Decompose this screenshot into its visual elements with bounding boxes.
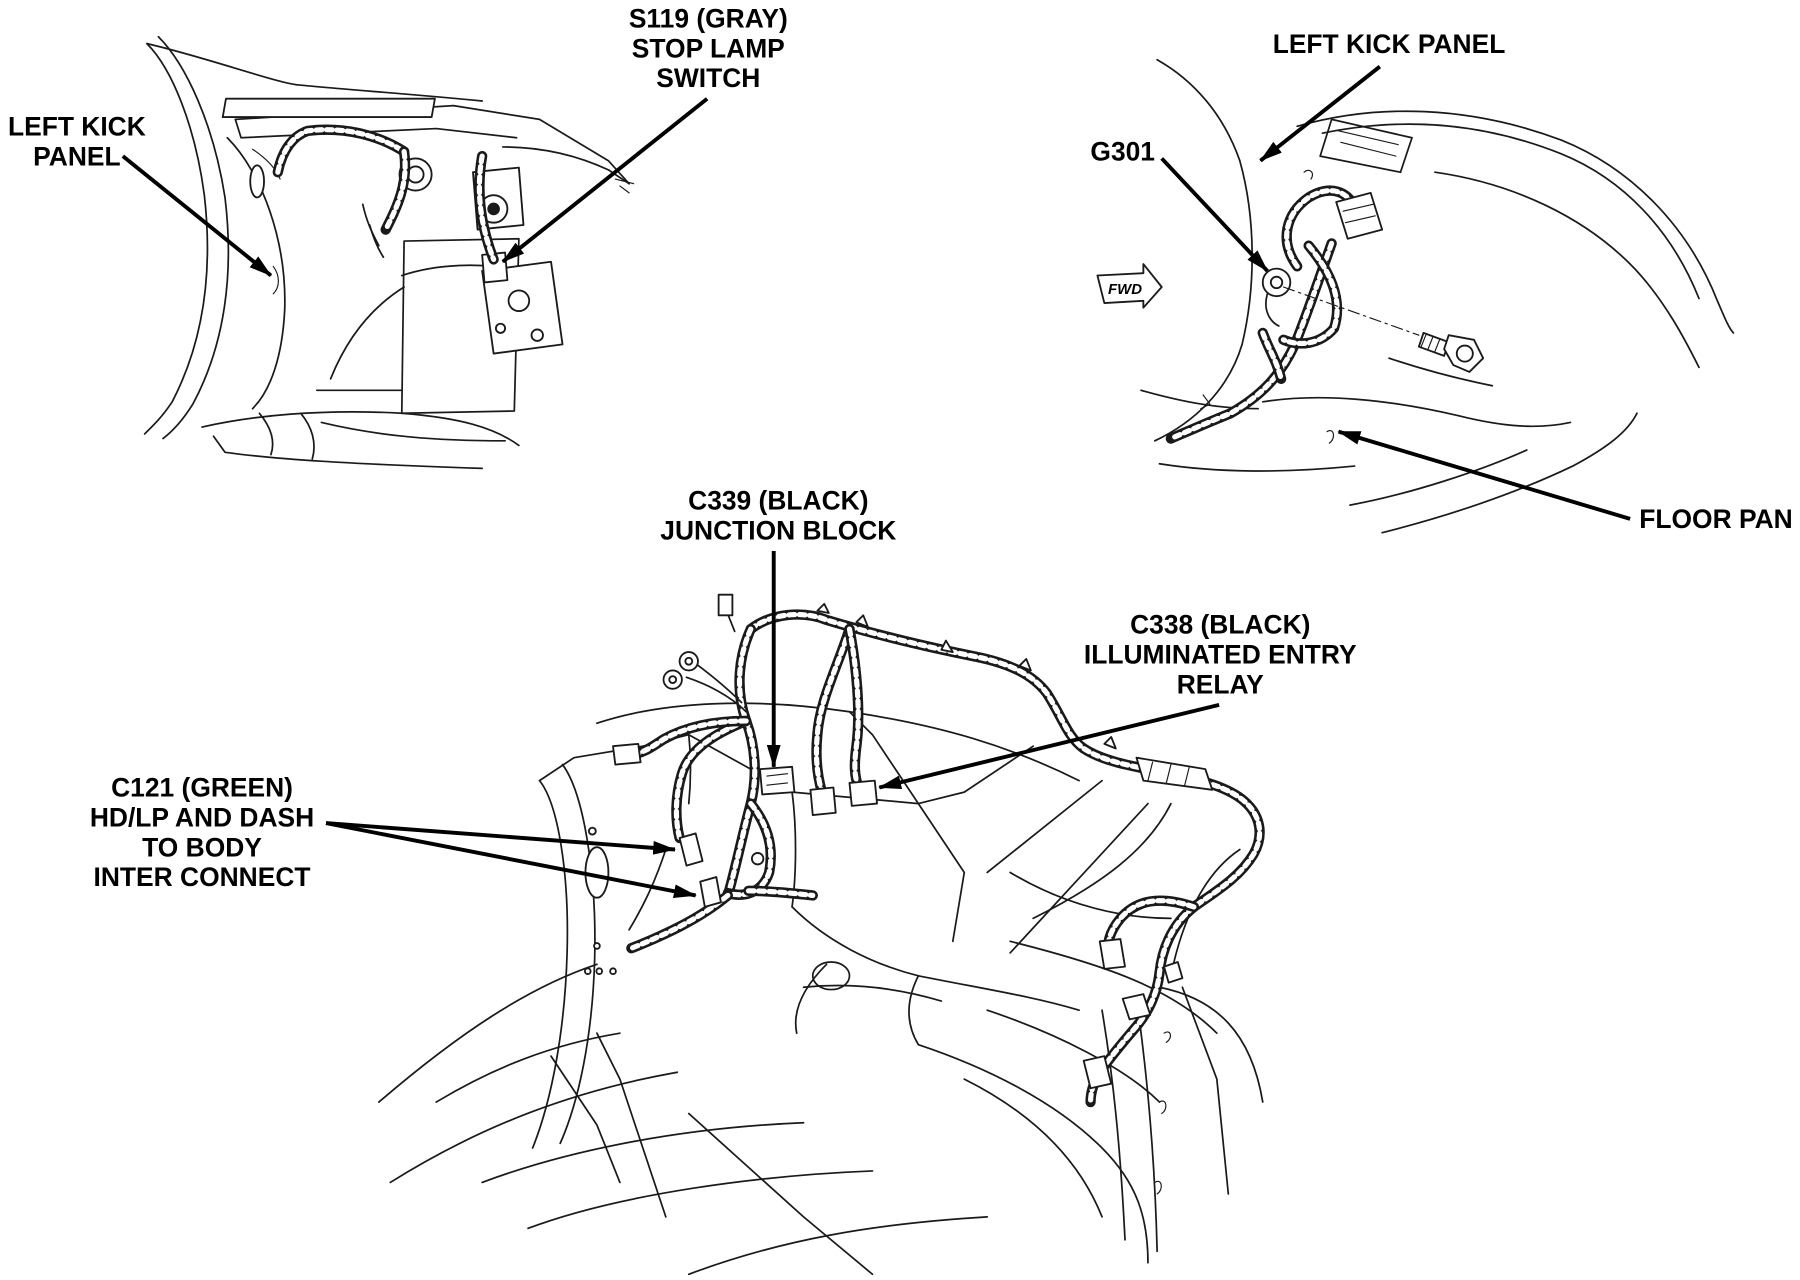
svg-text:INTER CONNECT: INTER CONNECT bbox=[94, 862, 311, 892]
callout-text-line: C339 (BLACK) bbox=[688, 486, 868, 516]
svg-text:S119 (GRAY): S119 (GRAY) bbox=[629, 4, 788, 34]
svg-text:C339 (BLACK): C339 (BLACK) bbox=[688, 486, 868, 516]
leader-arrow bbox=[1337, 429, 1631, 521]
callout-text-line: ILLUMINATED ENTRY bbox=[1084, 640, 1357, 670]
callout-text-line: C121 (GREEN) bbox=[111, 773, 293, 803]
leader-arrow bbox=[325, 821, 677, 855]
stop-lamp-view-illustration bbox=[143, 35, 635, 470]
callout-text-line: C338 (BLACK) bbox=[1130, 610, 1310, 640]
leader-arrow bbox=[501, 97, 709, 264]
callout-text-line: FLOOR PAN bbox=[1639, 504, 1792, 534]
callout-text-line: PANEL bbox=[33, 141, 120, 171]
svg-text:STOP LAMP: STOP LAMP bbox=[632, 33, 785, 63]
stop-lamp-view: LEFT KICK PANEL S119 (GRAY) STOP LAMP SW… bbox=[8, 4, 788, 470]
fwd-arrow-icon: FWD bbox=[1096, 263, 1163, 309]
left-kick-panel-top-callout: LEFT KICK PANEL bbox=[1259, 29, 1506, 163]
callout-text-line: HD/LP AND DASH bbox=[90, 803, 314, 833]
ground-view: FWD LEFT KICK PANEL G301 FLOOR PAN bbox=[1090, 29, 1792, 534]
svg-text:HD/LP AND DASH: HD/LP AND DASH bbox=[90, 803, 314, 833]
svg-text:C338 (BLACK): C338 (BLACK) bbox=[1130, 610, 1310, 640]
leader-arrow bbox=[878, 702, 1220, 790]
svg-text:PANEL: PANEL bbox=[33, 141, 120, 171]
leader-arrow bbox=[325, 821, 697, 898]
harness-view-illustration bbox=[377, 593, 1265, 1276]
c121-body-interconnect-callout: C121 (GREEN) HD/LP AND DASH TO BODY INTE… bbox=[90, 773, 697, 898]
svg-text:LEFT KICK: LEFT KICK bbox=[8, 111, 146, 141]
c339-connector bbox=[759, 765, 796, 796]
c339-junction-block-callout: C339 (BLACK) JUNCTION BLOCK bbox=[660, 486, 896, 768]
svg-text:FLOOR PAN: FLOOR PAN bbox=[1639, 504, 1792, 534]
s119-stop-lamp-switch-callout: S119 (GRAY) STOP LAMP SWITCH bbox=[501, 4, 788, 264]
callout-text-line: SWITCH bbox=[656, 63, 760, 93]
ground-view-illustration: FWD bbox=[1096, 58, 1735, 534]
c338-illuminated-entry-relay-callout: C338 (BLACK) ILLUMINATED ENTRY RELAY bbox=[878, 610, 1357, 790]
callout-text-line: S119 (GRAY) bbox=[629, 4, 788, 34]
callout-text-line: STOP LAMP bbox=[632, 33, 785, 63]
svg-text:C121 (GREEN): C121 (GREEN) bbox=[111, 773, 293, 803]
c121-connector bbox=[678, 832, 704, 867]
svg-text:ILLUMINATED ENTRY: ILLUMINATED ENTRY bbox=[1084, 640, 1357, 670]
svg-text:RELAY: RELAY bbox=[1177, 669, 1264, 699]
c338-connector bbox=[848, 779, 878, 807]
callout-text-line: LEFT KICK bbox=[8, 111, 146, 141]
fwd-label: FWD bbox=[1108, 281, 1142, 298]
floor-pan-callout: FLOOR PAN bbox=[1337, 429, 1793, 534]
callout-text-line: INTER CONNECT bbox=[94, 862, 311, 892]
left-kick-panel-callout: LEFT KICK PANEL bbox=[8, 111, 273, 278]
callout-text-line: TO BODY bbox=[142, 832, 262, 862]
svg-text:G301: G301 bbox=[1090, 137, 1155, 167]
leader-arrow bbox=[1160, 157, 1269, 273]
callout-text-line: LEFT KICK PANEL bbox=[1273, 29, 1506, 59]
leader-arrow bbox=[1259, 65, 1382, 163]
svg-text:SWITCH: SWITCH bbox=[656, 63, 760, 93]
svg-text:LEFT KICK PANEL: LEFT KICK PANEL bbox=[1273, 29, 1506, 59]
g301-callout: G301 bbox=[1090, 137, 1269, 273]
leader-arrow bbox=[121, 154, 273, 278]
callout-text-line: RELAY bbox=[1177, 669, 1264, 699]
svg-text:JUNCTION BLOCK: JUNCTION BLOCK bbox=[660, 516, 896, 546]
harness-view: C339 (BLACK) JUNCTION BLOCK C338 (BLACK)… bbox=[90, 486, 1357, 1276]
callout-text-line: G301 bbox=[1090, 137, 1155, 167]
svg-text:TO BODY: TO BODY bbox=[142, 832, 262, 862]
callout-text-line: JUNCTION BLOCK bbox=[660, 516, 896, 546]
